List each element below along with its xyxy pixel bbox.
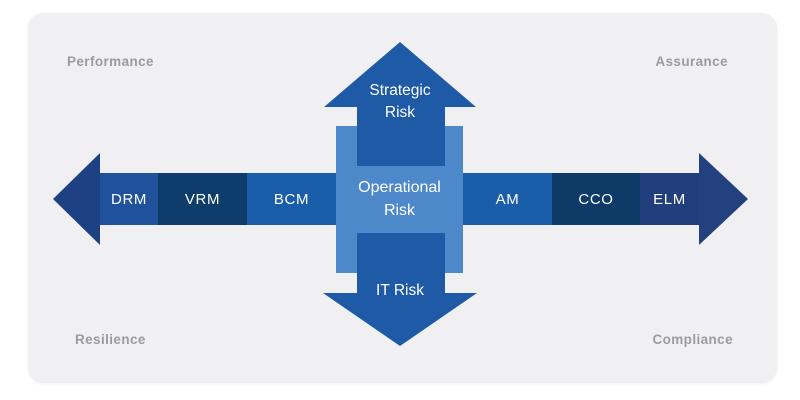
segment-vrm: VRM — [158, 173, 247, 225]
down-arrow-head-icon — [323, 293, 477, 346]
it-risk-label: IT Risk — [376, 282, 424, 299]
diagram-card: Performance Assurance Resilience Complia… — [28, 13, 777, 383]
strategic-risk-line1: Strategic — [369, 82, 431, 99]
strategic-risk-label: Strategic Risk — [324, 80, 476, 124]
operational-risk-label: Operational Risk — [336, 176, 463, 222]
operational-risk-line2: Risk — [383, 202, 416, 219]
segment-bcm: BCM — [247, 173, 336, 225]
down-arrow-shaft — [357, 233, 445, 294]
segment-drm: DRM — [100, 173, 158, 225]
strategic-risk-line2: Risk — [384, 104, 416, 121]
right-arrow-head-icon — [699, 153, 748, 245]
segment-cco: CCO — [552, 173, 640, 225]
quadrant-label-performance: Performance — [67, 54, 154, 69]
quadrant-label-resilience: Resilience — [75, 332, 146, 347]
quadrant-label-compliance: Compliance — [652, 332, 733, 347]
segment-elm: ELM — [640, 173, 699, 225]
segment-am: AM — [463, 173, 552, 225]
left-arrow-head-icon — [53, 153, 100, 245]
quadrant-label-assurance: Assurance — [655, 54, 728, 69]
up-arrow-shaft — [357, 107, 445, 166]
operational-risk-line1: Operational — [358, 179, 441, 196]
